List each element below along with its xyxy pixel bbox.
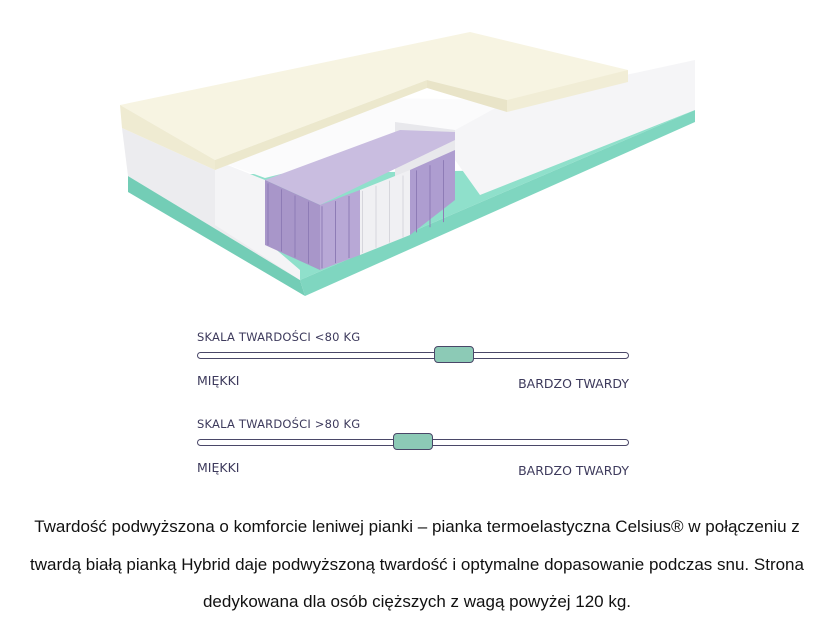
mattress-illustration [120, 32, 695, 296]
white-foam-front [215, 160, 300, 280]
scale-max-label: BARDZO TWARDY [518, 463, 629, 478]
scale-title: SKALA TWARDOŚCI <80 KG [197, 330, 361, 344]
base-foam-front [300, 110, 695, 296]
top-foam-top [120, 32, 628, 160]
scale-thumb [434, 346, 475, 363]
scale-max-label: BARDZO TWARDY [518, 376, 629, 391]
top-foam-front-right [507, 70, 628, 112]
white-foam-right [455, 60, 695, 195]
top-foam-side [120, 105, 215, 170]
spring-columns [267, 160, 444, 269]
scale-thumb [393, 433, 433, 450]
springs-top [265, 130, 455, 205]
base-foam-side [128, 176, 305, 296]
hardness-scale-over-80kg: SKALA TWARDOŚCI >80 KG MIĘKKI BARDZO TWA… [197, 417, 629, 487]
springs-front [265, 180, 320, 270]
scale-track [197, 352, 629, 359]
springs-front-2 [320, 190, 360, 270]
top-foam-cut-wall [427, 80, 507, 112]
scale-title: SKALA TWARDOŚCI >80 KG [197, 417, 361, 431]
springs-white-zone [360, 170, 410, 255]
scale-min-label: MIĘKKI [197, 373, 240, 388]
scale-min-label: MIĘKKI [197, 460, 240, 475]
top-foam-cut-front [215, 80, 427, 170]
hardness-scale-under-80kg: SKALA TWARDOŚCI <80 KG MIĘKKI BARDZO TWA… [197, 330, 629, 400]
white-foam-cut-top [215, 98, 510, 178]
product-description: Twardość podwyższona o komforcie leniwej… [30, 517, 804, 611]
